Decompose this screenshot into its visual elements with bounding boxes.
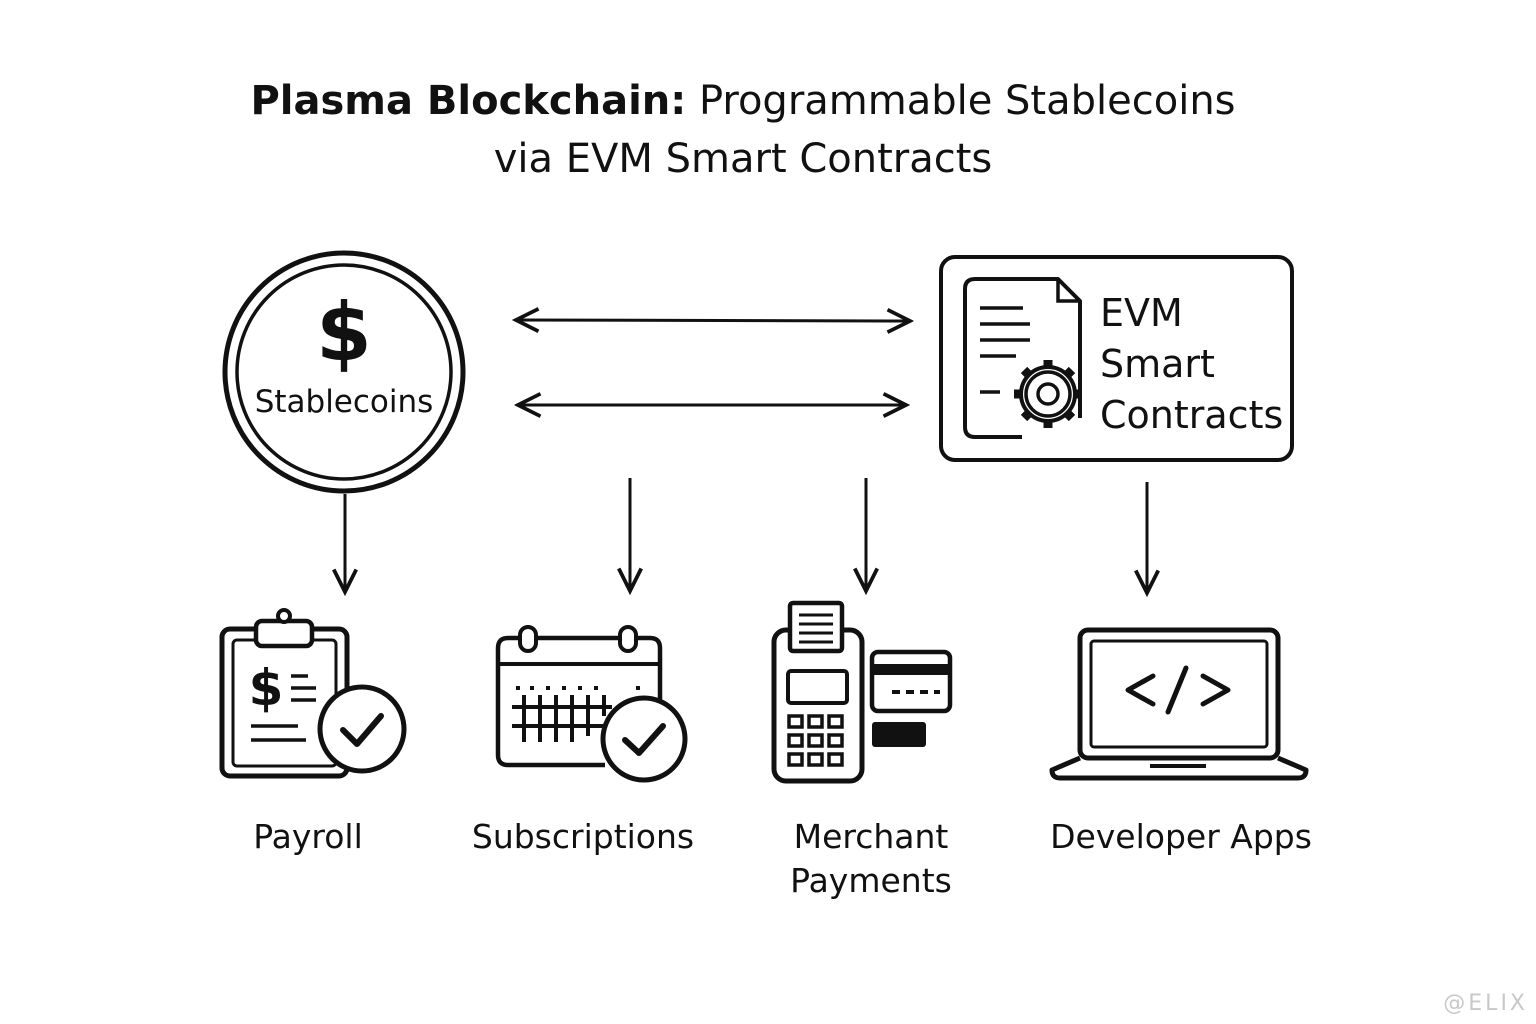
document-gear-icon (963, 277, 1082, 439)
diagram-title: Plasma Blockchain: Programmable Stableco… (0, 72, 1486, 188)
coin-dollar-symbol: $ (316, 286, 372, 379)
developer-apps-label: Developer Apps (1050, 817, 1312, 856)
clipboard-dollar-check-icon: $ (219, 608, 407, 779)
evm-label-line2: Smart (1100, 342, 1215, 386)
calendar-check-icon (495, 625, 688, 783)
merchant-payments-label: Merchant Payments (760, 815, 982, 903)
stablecoins-label: Stablecoins (255, 384, 434, 420)
merchant-label-line1: Merchant (793, 817, 949, 856)
evm-box (939, 255, 1294, 462)
merchant-label-line2: Payments (790, 861, 952, 900)
title-bold: Plasma Blockchain: (250, 78, 687, 124)
watermark: @ELIX (1443, 991, 1528, 1016)
evm-label-line3: Contracts (1100, 393, 1284, 437)
bidirectional-arrow-top (516, 320, 910, 321)
payroll-dollar-symbol: $ (249, 659, 284, 717)
title-line2: via EVM Smart Contracts (493, 136, 993, 182)
coin-icon: $ Stablecoins (222, 250, 466, 494)
payroll-label: Payroll (253, 817, 363, 856)
laptop-code-icon (1049, 627, 1309, 781)
evm-label-line1: EVM (1100, 291, 1183, 335)
subscriptions-label: Subscriptions (471, 817, 695, 856)
card-terminal-icon (771, 600, 953, 784)
title-rest: Programmable Stablecoins (698, 78, 1236, 124)
evm-smart-contracts-label: EVM Smart Contracts (1100, 288, 1283, 441)
